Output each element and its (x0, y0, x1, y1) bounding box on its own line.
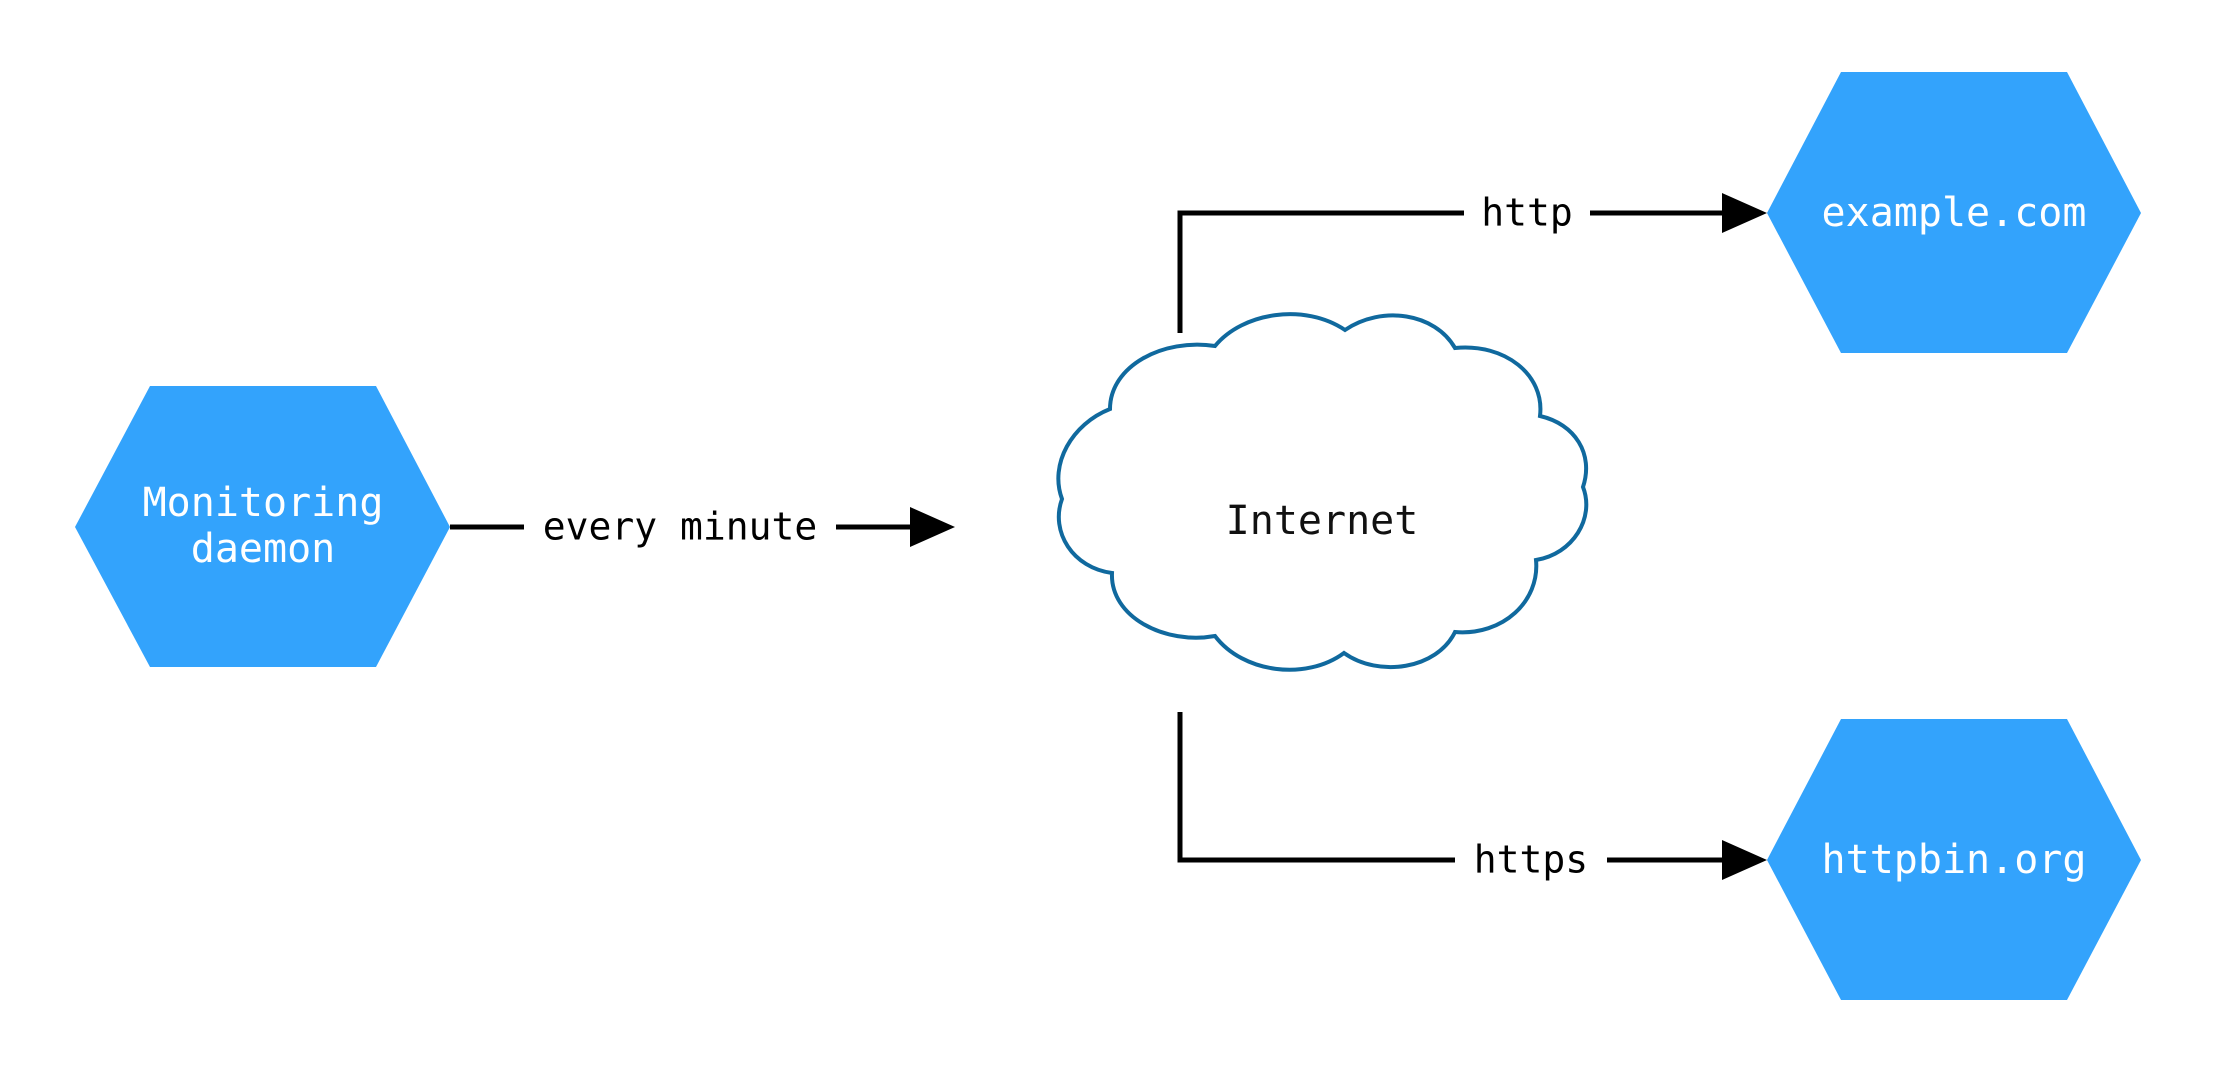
monitoring-daemon-label-line2: daemon (191, 526, 336, 572)
httpbin-org-label: httpbin.org (1822, 837, 2087, 883)
internet-cloud-shape[interactable] (1056, 312, 1589, 672)
edge-https: https (1177, 712, 1767, 882)
node-example-com[interactable]: example.com (1767, 72, 2141, 353)
edge-http-line (1177, 210, 1464, 333)
edge-https-line (1177, 712, 1455, 863)
edge-every-minute-arrowhead (910, 507, 955, 547)
node-internet[interactable]: Internet (1056, 312, 1589, 672)
edge-http: http (1177, 191, 1767, 333)
edge-http-label: http (1481, 191, 1573, 235)
edge-https-label: https (1474, 838, 1588, 882)
internet-label: Internet (1226, 498, 1419, 544)
node-httpbin-org[interactable]: httpbin.org (1767, 719, 2141, 1000)
edge-every-minute: every minute (450, 505, 955, 549)
monitoring-daemon-label-line1: Monitoring (143, 480, 384, 526)
monitoring-daemon-hexagon[interactable] (75, 386, 450, 667)
httpbin-org-hexagon[interactable] (1767, 719, 2141, 1000)
edge-https-arrowhead (1722, 840, 1767, 880)
example-com-hexagon[interactable] (1767, 72, 2141, 353)
edge-every-minute-label: every minute (543, 505, 818, 549)
edge-http-arrowhead (1722, 193, 1767, 233)
example-com-label: example.com (1822, 190, 2087, 236)
node-monitoring-daemon[interactable]: Monitoring daemon (75, 386, 450, 667)
